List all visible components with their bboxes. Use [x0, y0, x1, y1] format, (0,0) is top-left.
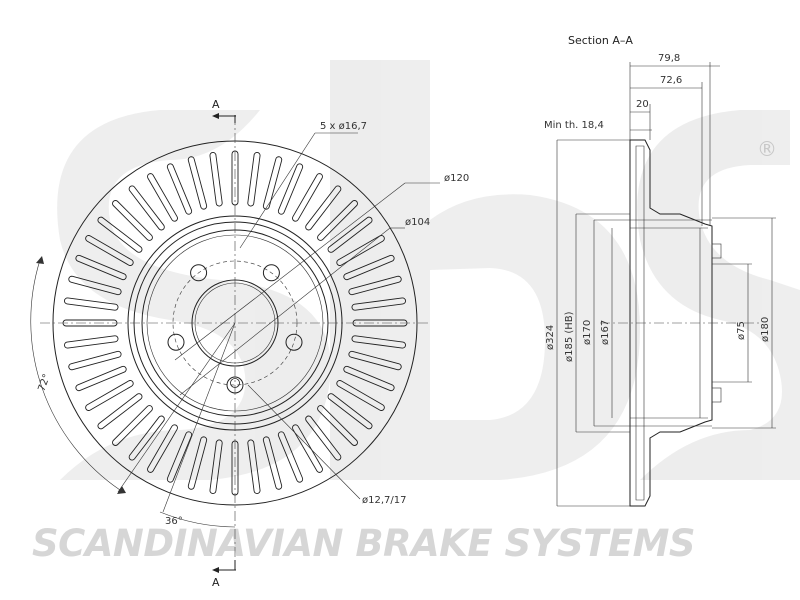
- section-outline: [629, 139, 713, 507]
- angle-outer-label: 72°: [36, 373, 52, 393]
- vent-slot: [292, 173, 323, 222]
- vent-slot: [85, 380, 134, 411]
- vent-slot: [336, 380, 385, 411]
- vent-slot: [166, 163, 193, 215]
- bolt-hole: [167, 333, 185, 351]
- vent-slot: [343, 365, 395, 392]
- bolt-hole: [190, 264, 208, 282]
- vent-slot: [305, 185, 342, 231]
- vent-slot: [63, 297, 119, 311]
- vent-slot: [209, 151, 223, 207]
- vent-slot: [317, 200, 358, 241]
- vent-slot: [209, 439, 223, 495]
- vent-slot: [68, 350, 122, 371]
- pcd-label: ø120: [444, 173, 469, 184]
- vent-slot: [75, 254, 127, 281]
- section-arrow-bottom-head: [212, 567, 219, 573]
- angle-ray-2: [162, 322, 236, 513]
- angle-36-arc: [159, 511, 236, 528]
- vent-slot: [247, 151, 261, 207]
- vent-slot: [112, 200, 153, 241]
- angle-ray: [117, 322, 236, 493]
- vent-slot: [336, 235, 385, 266]
- stud-hole-label: ø12,7/17: [362, 495, 406, 506]
- vent-slot: [348, 275, 402, 296]
- registered-mark: ®: [757, 137, 777, 161]
- angle-72-arrow-bottom: [117, 486, 126, 494]
- hub-leader: [179, 227, 391, 396]
- vent-slot: [75, 365, 127, 392]
- angle-inner-label: 36°: [165, 516, 183, 527]
- bolt-hole: [262, 264, 280, 282]
- dim-hat-width: 72,6: [660, 75, 682, 86]
- angle-72-arrow-top: [36, 256, 44, 264]
- section-marker-top: A: [212, 98, 220, 111]
- vent-slot: [85, 235, 134, 266]
- vent-slot: [147, 424, 178, 473]
- vent-channel: [635, 145, 645, 501]
- dim-thickness: 20: [636, 99, 649, 110]
- dim-drum-inner-2: ø167: [600, 320, 611, 345]
- section-title: Section A–A: [568, 34, 633, 47]
- dim-drum-diameter: ø185 (HB): [564, 311, 575, 362]
- vent-slot: [187, 156, 208, 210]
- dim-outer-diameter: ø324: [545, 325, 556, 350]
- bolt-hole-section-bottom: [711, 387, 722, 403]
- sbs-logo-watermark: [57, 60, 800, 480]
- vent-slot: [247, 439, 261, 495]
- vent-slot: [187, 436, 208, 490]
- dim-min-thickness: Min th. 18,4: [544, 120, 604, 131]
- vent-slot: [277, 431, 304, 483]
- vent-slot: [348, 350, 402, 371]
- vent-slot: [112, 405, 153, 446]
- dim-hat-diameter: ø180: [760, 317, 771, 342]
- disc-front-view: A A 5 x ø16,7 ø120 ø104 ø12,7/17 72° 36°: [30, 98, 469, 589]
- vent-slot: [305, 415, 342, 461]
- brand-watermark-text: SCANDINAVIAN BRAKE SYSTEMS: [32, 522, 695, 565]
- disc-section-view: Section A–A 79,8 72,6 20 Min th. 18,4: [544, 34, 776, 507]
- vent-slot: [262, 436, 283, 490]
- vent-slot: [327, 393, 373, 430]
- dim-drum-inner-1: ø170: [582, 320, 593, 345]
- vent-slot: [292, 424, 323, 473]
- vent-slot: [128, 185, 165, 231]
- vent-slot: [166, 431, 193, 483]
- bolt-hole-section-top: [711, 243, 722, 259]
- vent-slot: [97, 216, 143, 253]
- section-marker-bottom: A: [212, 576, 220, 589]
- bolt-holes-label: 5 x ø16,7: [320, 121, 367, 132]
- angle-72-arc: [30, 259, 121, 491]
- vent-slot: [147, 173, 178, 222]
- vent-slot: [351, 297, 407, 311]
- vent-slot: [97, 393, 143, 430]
- hub-diameter-label: ø104: [405, 217, 430, 228]
- vent-slot: [128, 415, 165, 461]
- vent-slot: [262, 156, 283, 210]
- vent-slots: [62, 150, 408, 496]
- dim-center-bore: ø75: [736, 321, 747, 340]
- vent-slot: [351, 335, 407, 349]
- vent-slot: [63, 335, 119, 349]
- vent-slot: [343, 254, 395, 281]
- bolt-hole: [285, 333, 303, 351]
- pcd-leader: [174, 182, 406, 361]
- dim-overall-width: 79,8: [658, 53, 680, 64]
- vent-slot: [327, 216, 373, 253]
- bolt-holes-leader: [239, 132, 316, 249]
- vent-slot: [277, 163, 304, 215]
- section-arrow-top-head: [212, 113, 219, 119]
- stud-hole-leader: [247, 384, 361, 500]
